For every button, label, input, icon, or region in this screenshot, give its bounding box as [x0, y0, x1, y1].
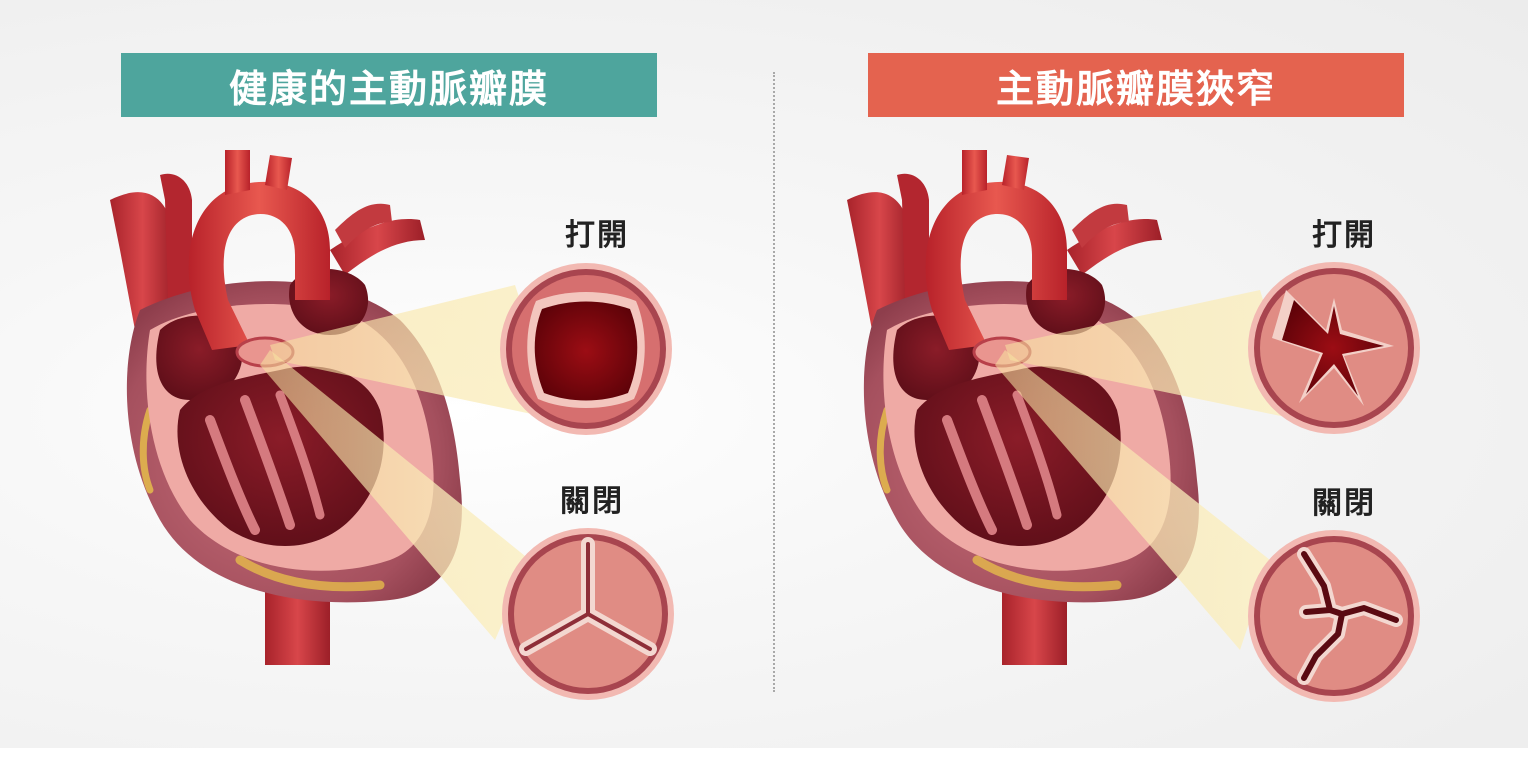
healthy-valve-closed-icon	[502, 528, 674, 700]
healthy-title-text: 健康的主動脈瓣膜	[228, 66, 549, 111]
panel-divider	[773, 72, 775, 692]
diagram-artwork	[0, 0, 1420, 702]
healthy-panel-title: 健康的主動脈瓣膜	[121, 53, 657, 117]
healthy-valve-open-icon	[500, 263, 672, 435]
healthy-open-label: 打開	[565, 218, 629, 253]
stenosis-closed-beam	[995, 350, 1270, 650]
stenosis-open-label: 打開	[1312, 218, 1376, 253]
stenosis-open-beam	[1005, 290, 1300, 420]
stenosis-closed-label: 關閉	[1312, 486, 1376, 521]
healthy-open-beam	[270, 285, 560, 420]
healthy-closed-beam	[260, 350, 530, 640]
stenosis-valve-open-icon	[1248, 262, 1420, 434]
stenosis-title-text: 主動脈瓣膜狹窄	[995, 66, 1276, 111]
stenosis-heart-illustration	[847, 150, 1199, 665]
stenosis-panel-title: 主動脈瓣膜狹窄	[868, 53, 1404, 117]
healthy-closed-label: 關閉	[560, 484, 624, 519]
bottom-band	[0, 748, 1528, 764]
stenosis-valve-closed-icon	[1248, 530, 1420, 702]
healthy-heart-illustration	[110, 150, 462, 665]
